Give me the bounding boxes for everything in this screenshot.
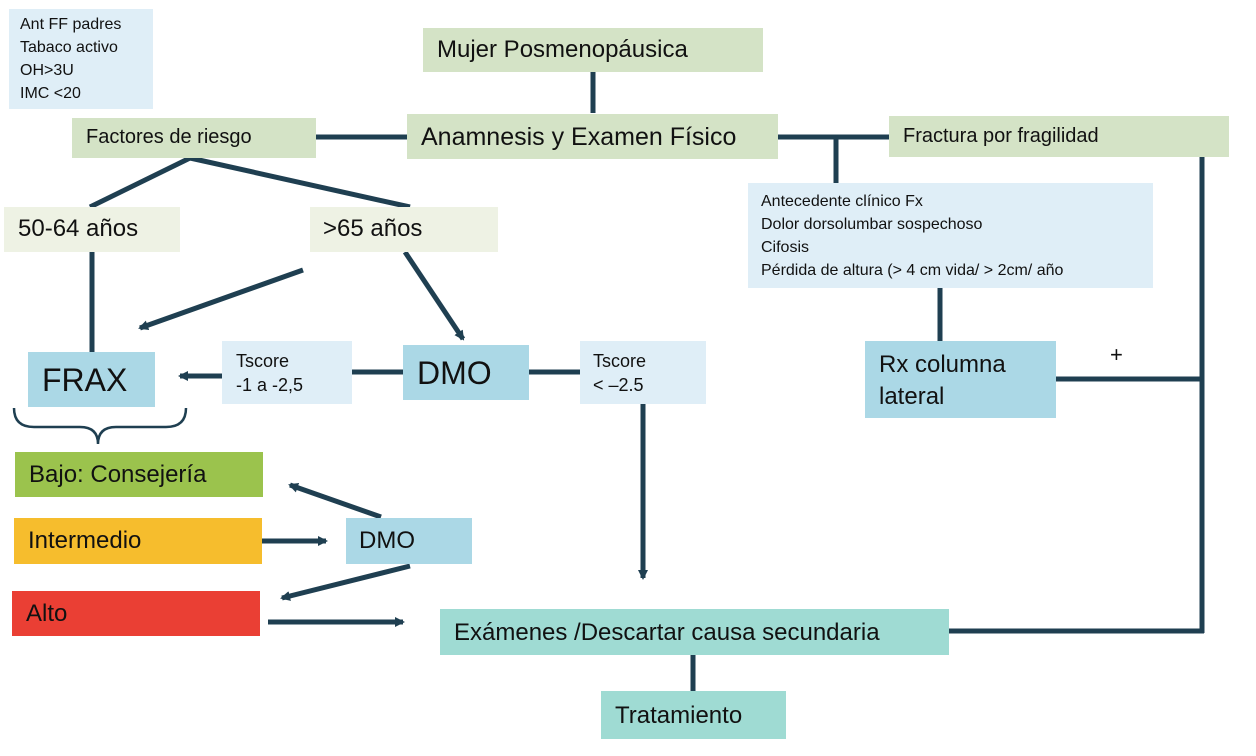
examenes-node: Exámenes /Descartar causa secundaria xyxy=(440,609,949,655)
dmo-small-node: DMO xyxy=(346,518,472,564)
antecedentes-list: Antecedente clínico Fx Dolor dorsolumbar… xyxy=(748,183,1153,288)
fractura-fragilidad-node: Fractura por fragilidad xyxy=(889,116,1229,157)
tscore-low-node: Tscore < –2.5 xyxy=(580,341,706,404)
mujer-posmenopausica-node: Mujer Posmenopáusica xyxy=(423,28,763,72)
tratamiento-node: Tratamiento xyxy=(601,691,786,739)
tscore-mid-node: Tscore -1 a -2,5 xyxy=(222,341,352,404)
arrow-65-frax xyxy=(138,267,304,331)
risk-factors-list: Ant FF padres Tabaco activo OH>3U IMC <2… xyxy=(9,9,153,109)
arrow-dmo-alto xyxy=(280,563,411,601)
risk-low-node: Bajo: Consejería xyxy=(15,452,263,497)
risk-high-node: Alto xyxy=(12,591,260,636)
positive-sign: + xyxy=(1110,342,1123,367)
edge-factores-50-64 xyxy=(88,155,192,210)
arrow-65-dmo xyxy=(402,250,466,341)
rx-columna-node: Rx columna lateral xyxy=(865,341,1056,418)
arrow-dmo-bajo xyxy=(288,482,382,520)
age-50-64-node: 50-64 años xyxy=(4,207,180,252)
anamnesis-node: Anamnesis y Examen Físico xyxy=(407,114,778,159)
edge-factores-65 xyxy=(189,155,411,210)
frax-brace xyxy=(12,407,188,445)
frax-node: FRAX xyxy=(28,352,155,407)
factores-riesgo-node: Factores de riesgo xyxy=(72,118,316,158)
age-65-plus-node: >65 años xyxy=(310,207,498,252)
risk-intermediate-node: Intermedio xyxy=(14,518,262,564)
dmo-main-node: DMO xyxy=(403,345,529,400)
